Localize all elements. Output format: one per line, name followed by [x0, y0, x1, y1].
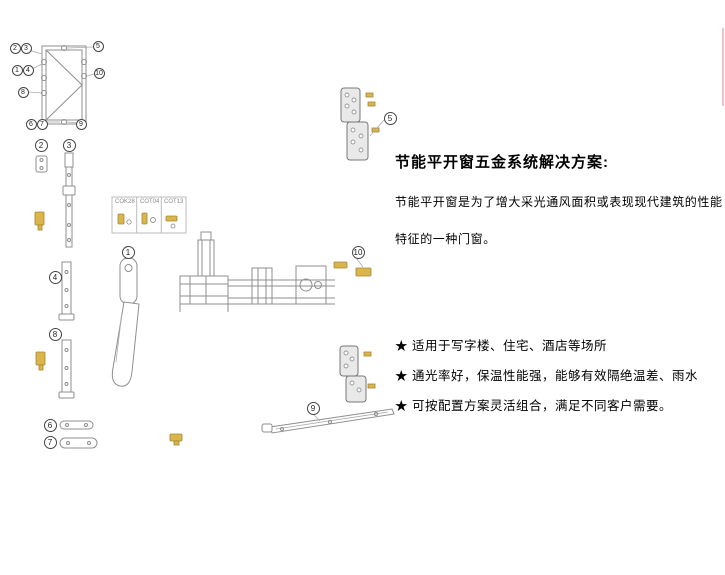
mini-callout-6: 6: [25, 118, 37, 130]
hinge-drawing-5: [340, 87, 385, 161]
box-label-cok28: COK28: [115, 199, 135, 205]
feature-list: ★ 适用于写字楼、住宅、酒店等场所 ★ 通光率好，保温性能强，能够有效隔绝温差、…: [395, 337, 725, 427]
part-callout-5: 5: [383, 111, 397, 125]
part-drawing-3: [62, 152, 76, 248]
page-title: 节能平开窗五金系统解决方案:: [395, 154, 609, 172]
product-description: 节能平开窗是为了增大采光通风面积或表现现代建筑的性能特征的一种门窗。: [395, 195, 723, 246]
gold-part-b: [35, 351, 46, 371]
feature-item: ★ 通光率好，保温性能强，能够有效隔绝温差、雨水: [395, 369, 698, 383]
gold-parts-10: [333, 261, 372, 277]
mini-callout-8: 8: [17, 86, 29, 98]
mini-callout-10: 10: [93, 67, 105, 79]
part-callout-9: 9: [306, 401, 320, 415]
mini-callout-4: 4: [22, 64, 34, 76]
box-label-cot04: COT04: [140, 199, 160, 205]
mini-callout-7: 7: [36, 118, 48, 130]
gold-part-a: [34, 211, 45, 231]
gold-part-c: [169, 433, 183, 446]
feature-item: ★ 可按配置方案灵活组合，满足不同客户需要。: [395, 399, 672, 413]
feature-item: ★ 适用于写字楼、住宅、酒店等场所: [395, 339, 607, 353]
part-drawing-8: [58, 339, 75, 399]
part-callout-1: 1: [121, 245, 135, 259]
mini-callout-9: 9: [75, 118, 87, 130]
mini-callout-5: 5: [92, 40, 104, 52]
part-callout-4: 4: [48, 270, 62, 284]
mini-callout-3: 3: [20, 42, 32, 54]
part-drawing-7: [59, 437, 98, 449]
accessory-box: [111, 196, 187, 234]
handle-drawing-1: [111, 257, 140, 387]
part-callout-8: 8: [48, 327, 62, 341]
mini-window-diagram: [27, 45, 95, 125]
part-callout-10: 10: [351, 245, 365, 259]
mini-callout-2: 2: [9, 42, 21, 54]
part-callout-7: 7: [43, 435, 57, 449]
part-callout-3: 3: [62, 138, 76, 152]
part-drawing-6: [59, 420, 94, 430]
profile-section-drawing: [179, 231, 335, 312]
part-callout-6: 6: [43, 418, 57, 432]
part-drawing-2: [35, 155, 48, 173]
mini-callout-1: 1: [11, 64, 23, 76]
page-edge-mark: [722, 28, 724, 106]
part-drawing-4: [58, 261, 75, 321]
box-label-cot13: COT13: [164, 199, 184, 205]
hinge-drawing-lower: [339, 345, 376, 403]
friction-stay-9: [261, 408, 395, 434]
part-callout-2: 2: [34, 138, 48, 152]
